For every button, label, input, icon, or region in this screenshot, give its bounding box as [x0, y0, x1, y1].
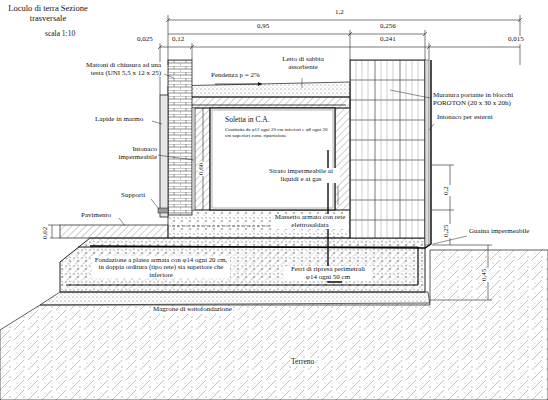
- callout-label: Supporti: [120, 192, 146, 200]
- bearing-wall: [425, 60, 429, 245]
- callout-label: Muratura portante in blocchi POROTON (20…: [432, 92, 540, 107]
- dimension: 0,60: [198, 162, 206, 176]
- floor-screed: [60, 225, 168, 238]
- callout-label: Soletta in C.A.: [224, 116, 271, 124]
- dimension: 0,95: [256, 23, 270, 31]
- dimension-lines: [168, 34, 425, 35]
- dimension-lines: [430, 300, 492, 301]
- callout-label: Magrone di sottofondazione: [152, 306, 233, 314]
- dimension-lines: [160, 47, 520, 48]
- marble-slab: [158, 208, 168, 213]
- dimension: 0,025: [136, 36, 154, 44]
- dimension-lines: [160, 15, 520, 95]
- bearing-wall: [90, 60, 431, 248]
- callout-label: Fondazione a platea armata con φ14 ogni …: [92, 256, 230, 278]
- bearing-wall: [90, 60, 431, 248]
- dimension: 0,25: [443, 224, 451, 238]
- burial-cell: [212, 110, 333, 208]
- burial-cell: [195, 108, 350, 210]
- dimension: 0,12: [171, 36, 185, 44]
- callout-label: Terreno: [290, 358, 315, 366]
- burial-cell: [210, 108, 335, 210]
- leader-lines: [338, 186, 339, 205]
- leader-lines: [429, 124, 434, 130]
- callout-label: Letto di sabbia assorbente: [268, 56, 338, 71]
- dimension-lines: [48, 15, 522, 300]
- dimension: 0,2: [443, 185, 451, 196]
- dimension: 0,015: [507, 36, 525, 44]
- callout-label: Intonaco per esterni: [436, 114, 494, 122]
- callout-label: Ferri di ripresa perimetrali φ14 ogni 50…: [284, 266, 372, 281]
- foundation-slab: [66, 284, 418, 285]
- leader-lines: [302, 78, 303, 88]
- lean-concrete: [40, 292, 430, 305]
- leader-lines: [152, 121, 162, 124]
- callout-label: Pendenza p = 2%: [210, 72, 261, 80]
- dimension: 0,45: [481, 268, 489, 282]
- callout-label: Mattoni di chiusura ad una testa (UNI 5,…: [80, 62, 162, 77]
- scale-note: scala 1:10: [44, 30, 76, 38]
- callout-label: Pavimento: [80, 212, 112, 220]
- dimension-lines: [48, 225, 60, 238]
- dimension: 0,02: [42, 226, 50, 240]
- dimension-lines: [168, 20, 520, 21]
- callout-label: Massetto armato con rete elettrosaldata: [272, 214, 348, 229]
- dimension: 0,256: [379, 23, 397, 31]
- burial-cell: [195, 108, 210, 210]
- dimension: 0,241: [379, 36, 397, 44]
- callout-label: Lapide in marmo: [94, 116, 152, 124]
- leader-lines: [164, 74, 174, 78]
- dimension: 1,2: [334, 9, 345, 17]
- leader-lines: [151, 199, 159, 209]
- callout-label: Guaina impermeabile: [468, 228, 530, 236]
- callout-label: Intonaco impermeabile: [102, 146, 158, 161]
- callout-label: Strato impermeabile ai liquidi e ai gas: [262, 168, 340, 183]
- dimension-lines: [52, 225, 53, 238]
- slab: [172, 105, 346, 106]
- slab: [168, 97, 350, 108]
- lean-concrete: [40, 292, 430, 305]
- slab: [215, 84, 262, 85]
- closure-bricks: [192, 108, 195, 210]
- floor-screed: [60, 210, 350, 238]
- drawing-title: Loculo di terra Sezione trasversale: [6, 4, 90, 24]
- closure-bricks: [168, 60, 195, 215]
- slab: [168, 82, 350, 97]
- floor-screed: [168, 210, 350, 238]
- foundation-slab: [417, 247, 418, 285]
- dimension-lines: [203, 108, 204, 210]
- slab: [168, 82, 350, 108]
- callout-label: Costituita da φ12 ogni 20 cm inferiori e…: [224, 127, 332, 138]
- burial-cell: [335, 108, 350, 210]
- bearing-wall: [350, 60, 425, 238]
- leader-lines: [390, 90, 430, 98]
- leader-lines: [119, 218, 125, 226]
- closure-bricks: [168, 60, 192, 215]
- leader-lines: [157, 155, 194, 160]
- dimension-lines: [158, 18, 522, 49]
- leader-lines: [119, 74, 467, 266]
